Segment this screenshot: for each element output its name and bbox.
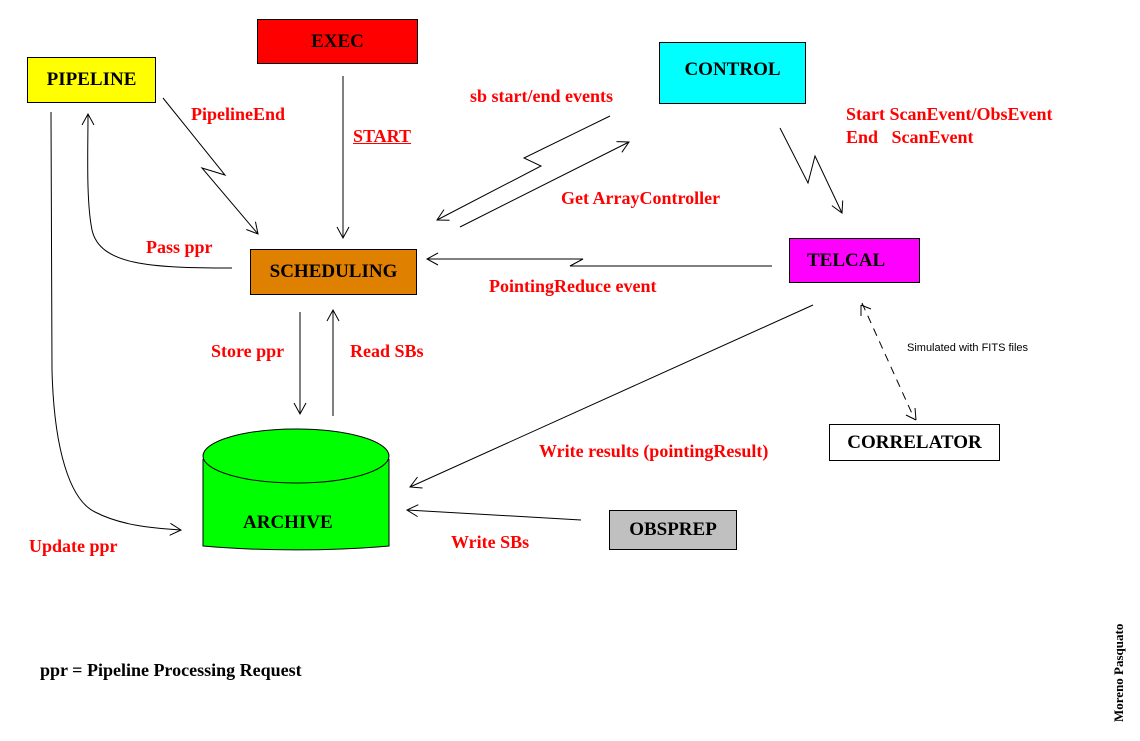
author-credit: Moreno Pasquato — [1111, 623, 1126, 722]
label-simulated: Simulated with FITS files — [907, 342, 1029, 354]
arrow-pipelineend — [162, 97, 259, 235]
arrow-write-sbs — [405, 504, 582, 521]
arrow-get-array-controller — [459, 141, 630, 228]
telcal-node[interactable]: TELCAL — [789, 238, 920, 283]
telcal-label: TELCAL — [807, 249, 886, 271]
correlator-node[interactable]: CORRELATOR — [829, 424, 1000, 461]
arrow-pointing-reduce — [425, 252, 772, 267]
scheduling-label: SCHEDULING — [269, 261, 398, 282]
label-write-sbs: Write SBs — [451, 532, 530, 552]
label-pointing-reduce: PointingReduce event — [489, 276, 657, 296]
label-pass-ppr: Pass ppr — [146, 237, 213, 257]
arrow-update-ppr — [50, 111, 183, 536]
control-label: CONTROL — [684, 59, 781, 80]
label-scan-event-end: End ScanEvent — [846, 127, 974, 147]
exec-label: EXEC — [311, 30, 364, 52]
label-scan-event-start: Start ScanEvent/ObsEvent — [846, 104, 1053, 124]
arrow-simulated — [861, 302, 915, 419]
pipeline-label: PIPELINE — [46, 69, 137, 90]
label-update-ppr: Update ppr — [29, 536, 118, 556]
archive-node[interactable] — [202, 428, 390, 551]
obsprep-label: OBSPREP — [629, 519, 717, 540]
exec-node[interactable]: EXEC — [257, 19, 418, 64]
arrow-pass-ppr — [81, 112, 233, 269]
label-write-results: Write results (pointingResult) — [539, 441, 769, 461]
label-sb-events: sb start/end events — [470, 86, 613, 106]
arrow-sb-events — [436, 115, 611, 221]
label-start: START — [353, 126, 412, 146]
label-read-sbs: Read SBs — [350, 341, 424, 361]
arrow-scan-events — [779, 127, 844, 214]
label-pipeline-end: PipelineEnd — [191, 104, 286, 124]
archive-label: ARCHIVE — [243, 512, 333, 533]
scheduling-node[interactable]: SCHEDULING — [250, 249, 417, 295]
correlator-label: CORRELATOR — [847, 431, 982, 453]
pipeline-node[interactable]: PIPELINE — [27, 57, 156, 103]
obsprep-node[interactable]: OBSPREP — [609, 510, 737, 550]
label-store-ppr: Store ppr — [211, 341, 285, 361]
legend-ppr: ppr = Pipeline Processing Request — [40, 660, 302, 680]
label-get-array-controller: Get ArrayController — [561, 188, 721, 208]
control-node[interactable]: CONTROL — [659, 42, 806, 104]
arrow-write-results — [409, 304, 814, 489]
